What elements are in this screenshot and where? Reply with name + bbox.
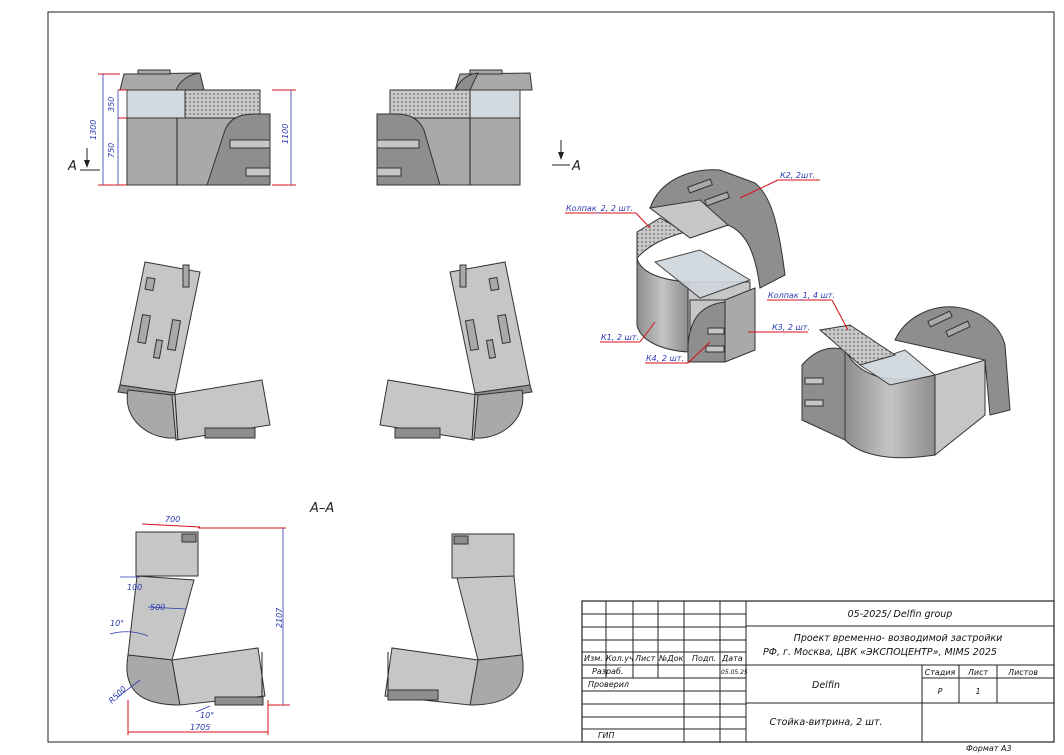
project-name-line2: РФ, г. Москва, ЦВК «ЭКСПОЦЕНТР», MIMS 20… [763, 647, 997, 658]
project-name-line1: Проект временно- возводимой застройки [794, 633, 1003, 644]
row-checked: Проверил [588, 680, 629, 689]
sheet-format: Формат А3 [966, 744, 1012, 753]
isometric-view-2 [801, 306, 1011, 459]
dim-h-total: 1300 [89, 120, 98, 140]
dim-h-right: 1100 [281, 124, 290, 144]
front-elevation-view: 1300 350 750 1100 A [67, 69, 296, 186]
callout-k4: К4, 2 шт. [646, 354, 684, 363]
stage-header: Стадия [925, 668, 956, 677]
callout-k2: К2, 2шт. [780, 171, 815, 180]
dim-w-top: 700 [165, 515, 180, 524]
sheet-frame [47, 11, 1055, 743]
dim-radius: R500 [107, 684, 128, 705]
dim-h-top: 350 [107, 97, 116, 112]
callout-k3: К3, 2 шт. [772, 323, 810, 332]
iso-callouts: К2, 2шт. Колпак_2, 2 шт. Колпак_1, 4 шт.… [565, 171, 849, 364]
callout-k1: К1, 2 шт. [601, 333, 639, 342]
dim-h-total-section: 2107 [275, 607, 284, 628]
rear-elevation-view: A [376, 69, 581, 186]
drawing-title: Стойка-витрина, 2 шт. [769, 717, 882, 728]
dim-angle2: 10° [200, 711, 214, 720]
dim-w-total: 1705 [190, 723, 210, 732]
dim-w-mid: 500 [150, 603, 165, 612]
col-header-qty: Кол.уч [606, 654, 634, 663]
section-view-right [384, 533, 524, 706]
sheets-header: Листов [1007, 668, 1038, 677]
sheet-value: 1 [975, 687, 980, 696]
callout-kolpak2: Колпак_2, 2 шт. [566, 204, 633, 213]
client-name: Delfin [812, 680, 840, 691]
dim-angle1: 10° [110, 619, 124, 628]
section-title: A–A [309, 501, 334, 516]
plan-view-left [117, 261, 271, 441]
section-view-left: 700 100 500 10° R500 10° 1705 2107 [107, 515, 290, 735]
row-gip: ГИП [598, 731, 614, 740]
col-header-sign: Подп. [692, 654, 716, 663]
stage-value: Р [938, 687, 943, 696]
section-mark-left: A [67, 159, 77, 174]
row-developed: Разраб. [592, 667, 623, 676]
isometric-view-1 [636, 169, 786, 363]
dim-h-bottom: 750 [107, 143, 116, 158]
plan-view-right [379, 261, 533, 441]
section-mark-right: A [571, 159, 581, 174]
dim-gap: 100 [127, 583, 142, 592]
date-value: 05.05.25 [721, 669, 748, 676]
col-header-change: Изм. [584, 654, 603, 663]
project-code: 05-2025/ Delfin group [848, 609, 953, 620]
col-header-doc: №Док [658, 654, 683, 663]
title-block: Изм. Кол.уч Лист №Док Подп. Дата Разраб.… [581, 600, 1055, 743]
col-header-date: Дата [721, 654, 743, 663]
sheet-header: Лист [967, 668, 989, 677]
col-header-sheet: Лист [634, 654, 656, 663]
callout-kolpak1: Колпак_1, 4 шт. [768, 291, 835, 300]
